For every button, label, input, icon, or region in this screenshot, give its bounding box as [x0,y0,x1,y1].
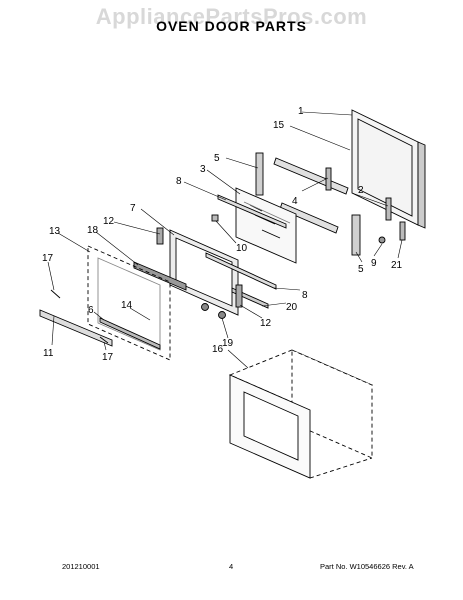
callout-15: 15 [273,120,285,131]
oven-cavity-16 [228,349,374,479]
hinge-2a [325,167,332,191]
door-top-bracket [273,157,349,195]
callout-17-upper: 17 [42,253,54,264]
hinge-2b [385,197,392,221]
callout-19: 19 [222,338,234,349]
callout-12-upper: 12 [103,216,115,227]
callout-3: 3 [200,164,206,175]
outer-door-panel [351,109,426,229]
callout-16: 16 [212,344,224,355]
callout-5-upper: 5 [214,153,220,164]
outer-door-glass-13 [87,245,171,361]
footer-page-number: 4 [229,562,234,571]
leader-lines [47,111,403,369]
strip-12-upper [156,227,164,245]
clip-10 [211,214,219,222]
footer-part-number: Part No. W10546626 Rev. A [320,562,414,571]
hinge-pin-21 [399,221,406,241]
screw-9 [378,236,386,244]
screw-17-lower [99,336,109,344]
callout-12-lower: 12 [260,318,272,329]
footer-doc-number: 201210001 [62,562,100,571]
callout-5-lower: 5 [358,264,364,275]
callout-8-lower: 8 [302,290,308,301]
callout-14: 14 [121,300,133,311]
callout-13: 13 [49,226,61,237]
callout-6: 6 [88,305,94,316]
door-handle-11 [39,309,113,347]
callout-8-upper: 8 [176,176,182,187]
callout-17-lower: 17 [102,352,114,363]
glass-strip-lower [205,252,277,290]
callout-21: 21 [391,260,403,271]
callout-1: 1 [298,106,304,117]
hinge-upper [255,152,264,196]
callout-10: 10 [236,243,248,254]
callout-2: 2 [358,185,364,196]
glass-strip-upper [217,194,287,229]
callout-18: 18 [87,225,99,236]
bolts-19 [201,303,226,319]
glass-6 [99,317,161,350]
callout-4: 4 [292,196,298,207]
callout-7: 7 [130,203,136,214]
inner-door-frame [169,229,239,316]
page-title: OVEN DOOR PARTS [156,18,307,34]
callout-20: 20 [286,302,298,313]
screw-17-upper [50,289,61,299]
hinge-lower [351,214,361,256]
callout-11: 11 [43,348,54,359]
callout-9: 9 [371,258,377,269]
watermark-text: AppliancePartsPros.com [95,4,368,29]
strip-12-lower [235,284,243,308]
